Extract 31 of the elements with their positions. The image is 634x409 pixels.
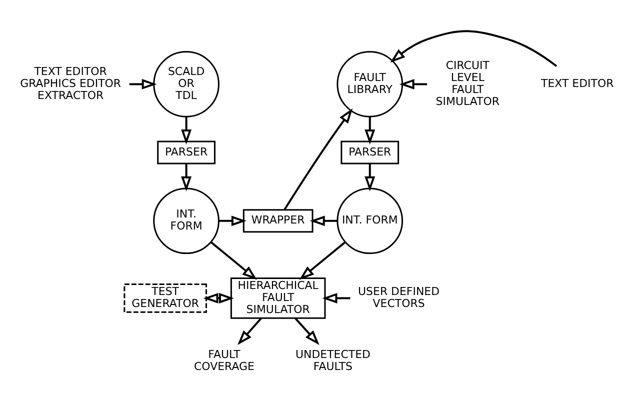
arrow [364, 116, 376, 144]
arrow [399, 78, 428, 89]
arrow [294, 317, 320, 345]
node-circle: FAULT LIBRARY [336, 50, 404, 117]
arrow [218, 215, 246, 226]
arrow [299, 240, 346, 280]
node-text: TEXT EDITOR GRAPHICS EDITOR EXTRACTOR [20, 64, 122, 102]
node-circle: INT. FORM [153, 187, 220, 254]
arrow [181, 116, 192, 144]
node-text: FAULT COVERAGE [194, 347, 254, 372]
arrow [284, 108, 353, 210]
arrow [390, 30, 558, 66]
node-box: PARSER [340, 140, 400, 164]
arrow [181, 163, 192, 191]
arrow [210, 240, 258, 280]
arrow [322, 292, 350, 303]
node-text: CIRCUIT LEVEL FAULT SIMULATOR [436, 58, 500, 108]
node-text: USER DEFINED VECTORS [358, 284, 440, 310]
arrow [364, 163, 376, 191]
arrow [203, 292, 234, 303]
node-box: WRAPPER [242, 208, 314, 232]
node-text: UNDETECTED FAULTS [295, 347, 370, 372]
node-circle: SCALD OR TDL [153, 50, 220, 117]
node-box: HIERARCHICAL FAULT SIMULATOR [230, 277, 326, 318]
node-text: TEXT EDITOR [541, 76, 614, 90]
node-box: PARSER [157, 140, 216, 164]
arrow [310, 215, 338, 226]
node-circle: INT. FORM [336, 187, 404, 254]
arrow [238, 317, 262, 345]
node-box: TEST GENERATOR [124, 282, 207, 312]
arrow [129, 78, 157, 89]
